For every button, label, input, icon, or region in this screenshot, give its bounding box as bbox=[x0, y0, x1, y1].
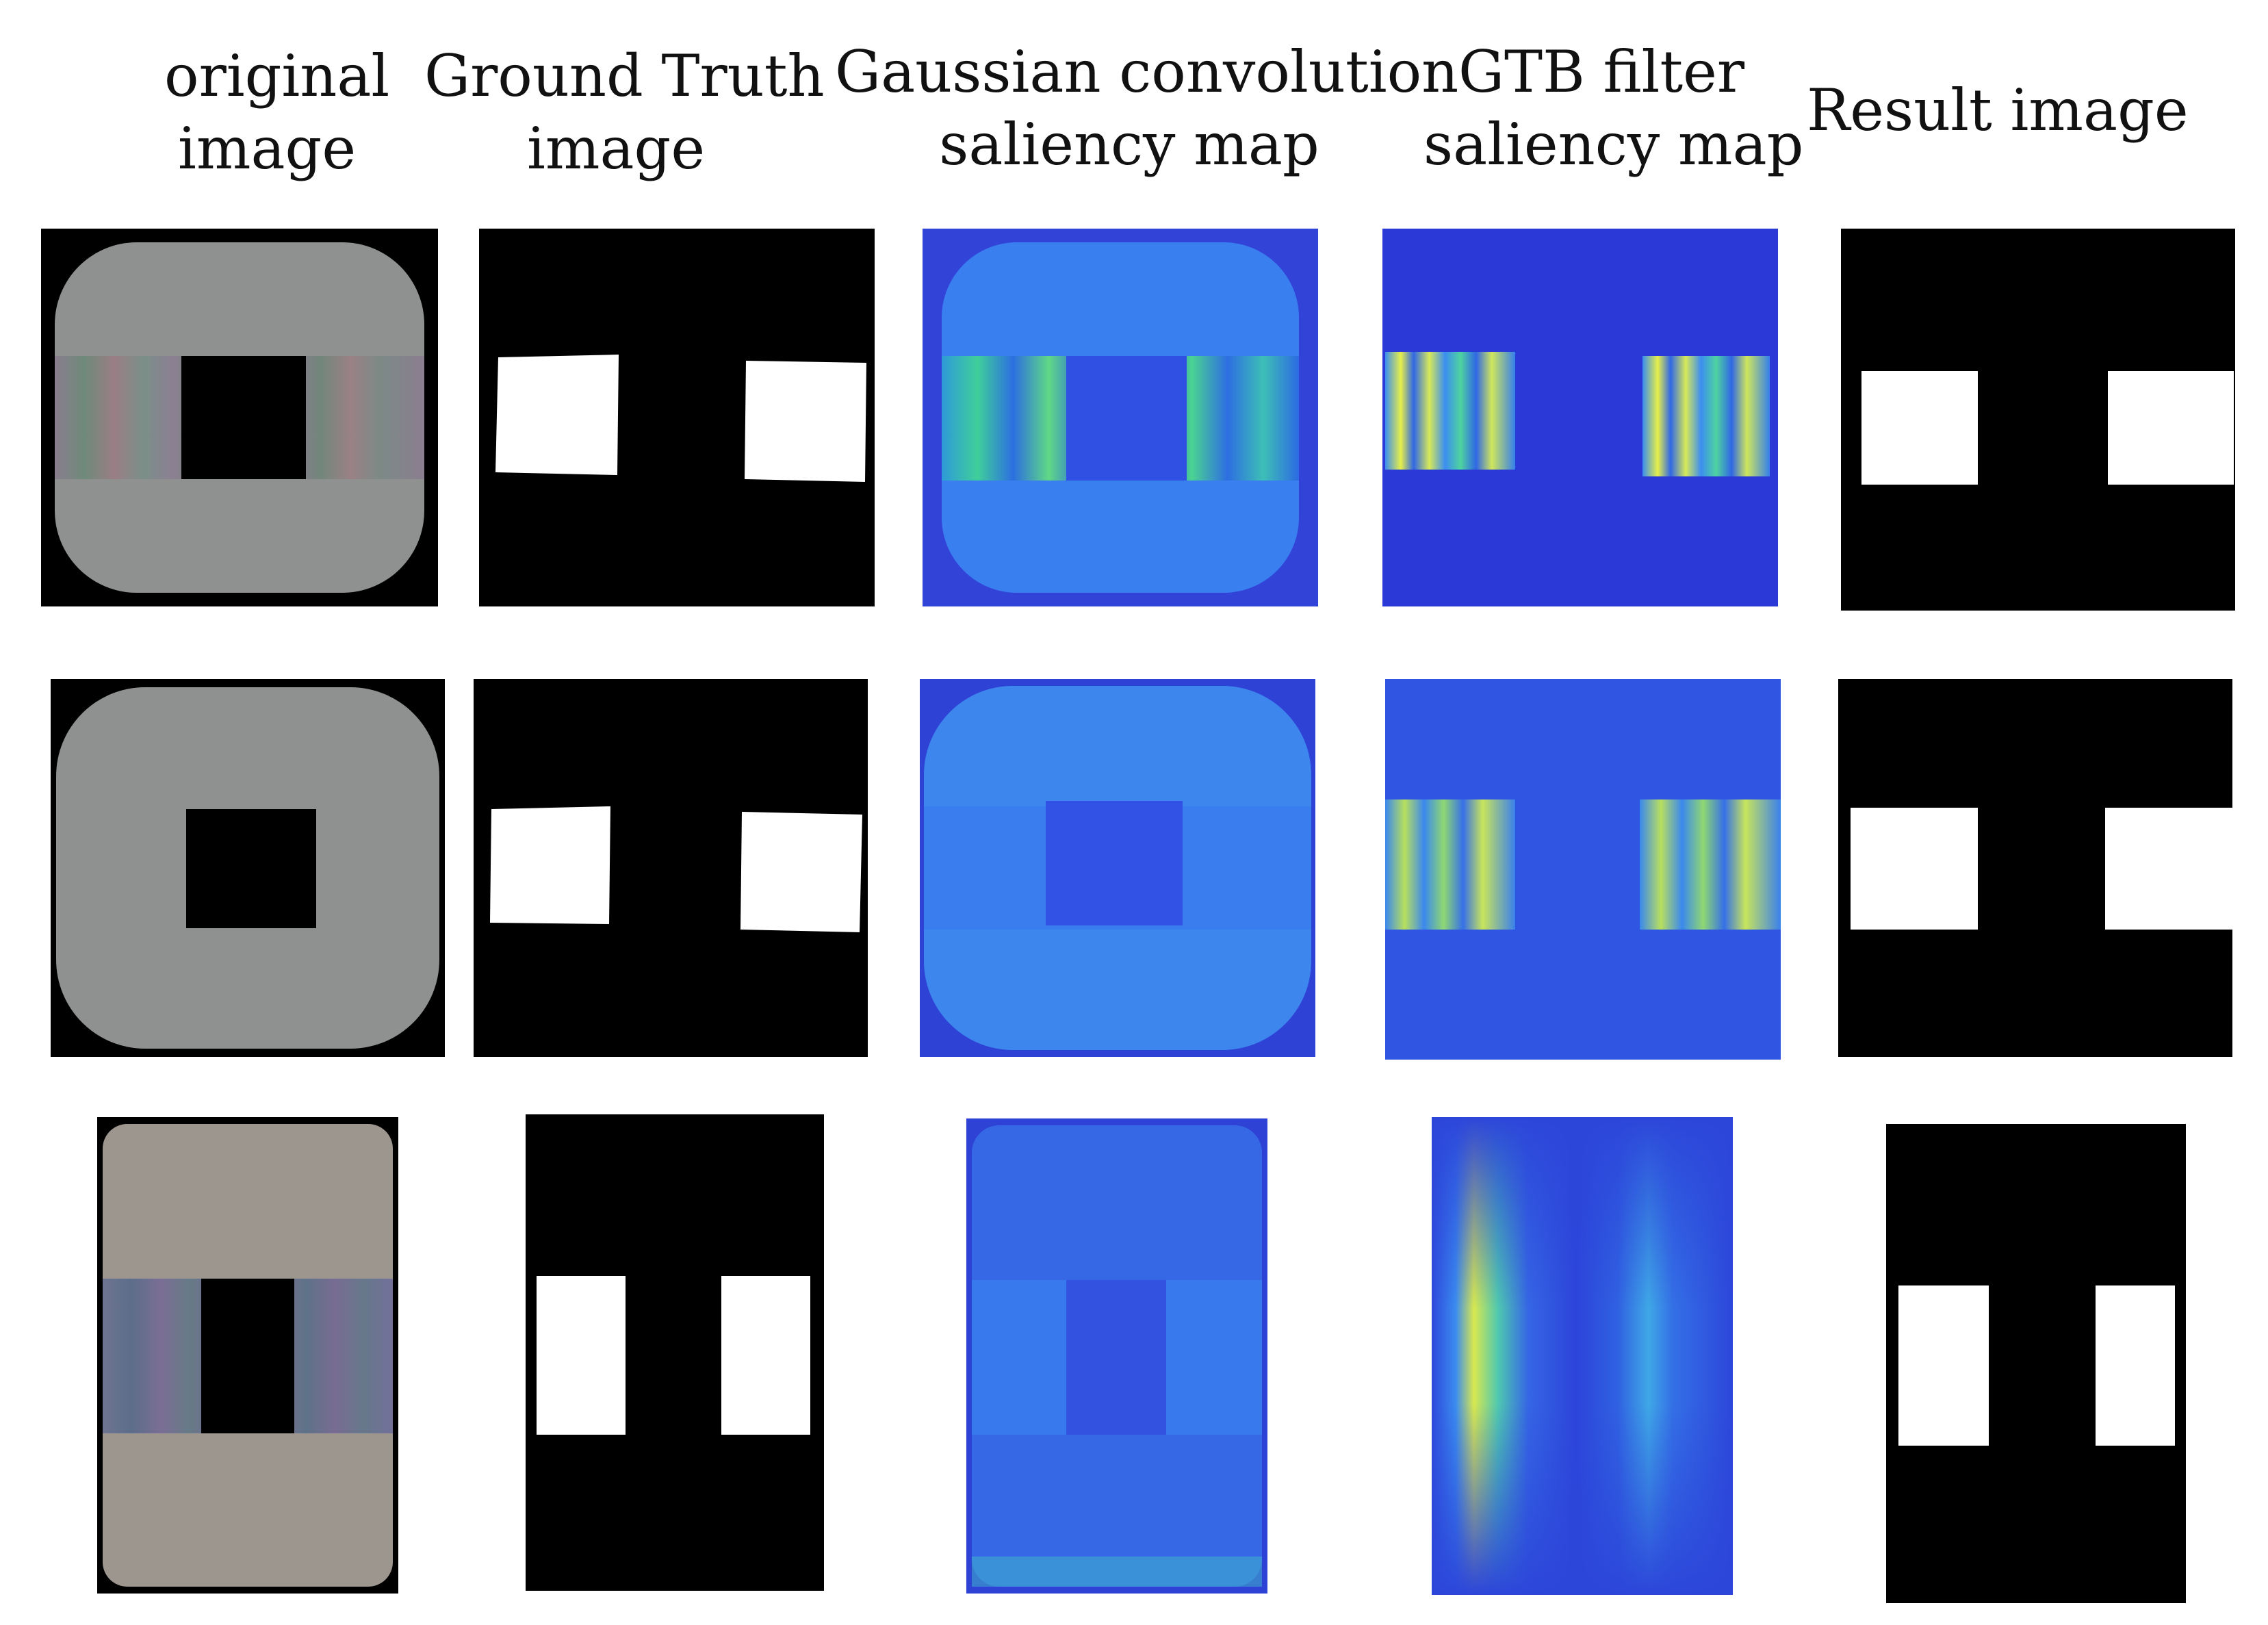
header-ground-truth: Ground Truth image bbox=[424, 40, 825, 185]
row2-original-image bbox=[51, 679, 445, 1057]
row1-gtb-saliency-map bbox=[1382, 229, 1778, 606]
row2-result-image bbox=[1838, 679, 2232, 1057]
row1-gaussian-saliency-map bbox=[923, 229, 1318, 606]
row3-gaussian-saliency-map bbox=[966, 1118, 1267, 1594]
row3-result-image bbox=[1886, 1124, 2186, 1603]
header-ground-truth-line1: Ground Truth bbox=[424, 42, 825, 110]
header-gtb: GTB filter saliency map bbox=[1423, 36, 1804, 181]
row3-original-image bbox=[97, 1117, 398, 1594]
header-ground-truth-line2: image bbox=[526, 115, 706, 182]
header-original-line1: original bbox=[164, 42, 390, 110]
header-result-line1: Result image bbox=[1807, 77, 2189, 144]
row2-ground-truth-image bbox=[474, 679, 868, 1057]
header-gtb-line2: saliency map bbox=[1423, 111, 1804, 178]
row1-result-image bbox=[1841, 229, 2235, 611]
row1-ground-truth-image bbox=[479, 229, 875, 606]
header-original: original image bbox=[164, 40, 390, 185]
header-original-line2: image bbox=[177, 115, 357, 182]
row1-original-image bbox=[41, 229, 438, 606]
header-gaussian: Gaussian convolution saliency map bbox=[835, 36, 1459, 181]
header-gaussian-line1: Gaussian convolution bbox=[835, 38, 1459, 105]
header-result: Result image bbox=[1807, 74, 2189, 146]
header-gtb-line1: GTB filter bbox=[1458, 38, 1745, 105]
row2-gtb-saliency-map bbox=[1385, 679, 1781, 1060]
header-gaussian-line2: saliency map bbox=[939, 111, 1319, 178]
row3-ground-truth-image bbox=[526, 1114, 824, 1591]
row2-gaussian-saliency-map bbox=[920, 679, 1315, 1057]
row3-gtb-saliency-map bbox=[1432, 1117, 1733, 1595]
